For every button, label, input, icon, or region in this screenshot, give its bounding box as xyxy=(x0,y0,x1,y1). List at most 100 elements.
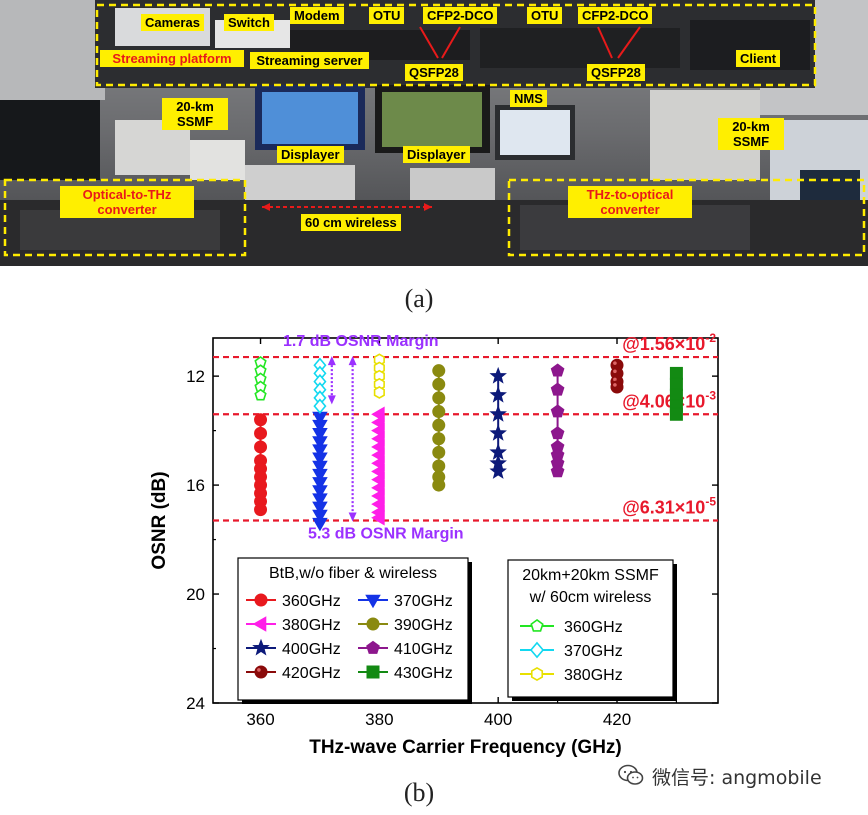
legend-entry-label: 390GHz xyxy=(394,617,453,634)
margin-arrow-head-bottom xyxy=(348,512,357,522)
data-point xyxy=(312,517,328,532)
data-point xyxy=(610,380,624,394)
data-point xyxy=(669,407,683,421)
data-point-highlight xyxy=(257,668,261,672)
legend-entry-label: 380GHz xyxy=(282,617,341,634)
data-point xyxy=(489,366,507,384)
y-tick-label: 24 xyxy=(186,694,205,713)
series-btb-390GHz xyxy=(432,364,446,492)
series-btb-360GHz xyxy=(254,413,268,517)
legend-right-title-1: 20km+20km SSMF xyxy=(522,567,659,584)
data-point xyxy=(373,386,385,399)
legend-entry-label: 400GHz xyxy=(282,641,341,658)
legend-entry-label: 370GHz xyxy=(394,593,453,610)
watermark: 微信号: angmobile xyxy=(652,767,822,789)
data-point xyxy=(252,638,270,656)
threshold-label: @6.31×10-5 xyxy=(622,495,716,518)
data-point xyxy=(489,405,507,422)
y-tick-label: 12 xyxy=(186,367,205,386)
label-streaming-platform: Streaming platform xyxy=(100,50,244,67)
data-point xyxy=(312,444,328,458)
series-fiber-360GHz xyxy=(254,356,267,401)
label-optical-to-thz: Optical-to-THz converter xyxy=(60,186,194,218)
data-point xyxy=(312,452,328,467)
label-client: Client xyxy=(736,50,781,67)
data-point xyxy=(366,617,380,631)
data-point xyxy=(550,382,565,396)
label-cfp2-dco-2: CFP2-DCO xyxy=(578,7,653,24)
data-point xyxy=(366,665,380,679)
margin-arrow-head-top xyxy=(348,356,357,366)
label-thz-to-optical: THz-to-optical converter xyxy=(568,186,692,218)
legend-entry-label: 410GHz xyxy=(394,641,453,658)
label-60cm-wireless: 60 cm wireless xyxy=(301,214,401,231)
osnr-chart: @1.56×10-2@4.06×10-3@6.31×10-5 1.7 dB OS… xyxy=(149,331,719,758)
data-point xyxy=(432,364,446,378)
data-point xyxy=(312,428,328,442)
data-point-highlight xyxy=(613,377,617,382)
data-point xyxy=(312,485,328,499)
margin-label: 5.3 dB OSNR Margin xyxy=(308,526,464,543)
lab-setup-photo: Cameras Switch Modem OTU CFP2-DCO OTU CF… xyxy=(0,0,868,266)
data-point xyxy=(432,459,446,473)
data-point xyxy=(550,426,565,440)
x-tick-label: 420 xyxy=(603,710,631,729)
data-point xyxy=(530,618,544,632)
data-point xyxy=(432,445,446,459)
data-point xyxy=(312,477,328,491)
x-tick-label: 380 xyxy=(365,710,393,729)
data-point-highlight xyxy=(613,383,617,387)
legend-entry-label: 430GHz xyxy=(394,665,453,682)
legend-entry-label: 420GHz xyxy=(282,665,341,682)
label-streaming-server: Streaming server xyxy=(250,52,369,69)
data-point xyxy=(254,426,268,440)
label-otu-1: OTU xyxy=(369,7,405,24)
data-point xyxy=(312,419,328,434)
data-point xyxy=(432,478,446,492)
data-point xyxy=(489,385,507,403)
data-point xyxy=(489,462,507,479)
data-point xyxy=(254,593,268,607)
series-btb-370GHz xyxy=(312,411,328,532)
data-point-highlight xyxy=(613,361,617,365)
data-point xyxy=(312,468,328,483)
legend-right-title-2: w/ 60cm wireless xyxy=(529,589,652,606)
y-axis-label: OSNR (dB) xyxy=(149,471,170,569)
x-tick-label: 360 xyxy=(246,710,274,729)
data-point xyxy=(312,436,328,450)
legend-entry-label: 360GHz xyxy=(564,619,623,636)
series-btb-410GHz xyxy=(550,363,565,478)
margin-arrow-head-top xyxy=(327,356,336,366)
margin-arrow-head-bottom xyxy=(327,395,336,405)
data-point xyxy=(312,493,328,507)
caption-b: (b) xyxy=(403,778,435,807)
data-point xyxy=(432,405,446,419)
series-fiber-370GHz xyxy=(313,357,327,414)
data-point xyxy=(365,594,381,609)
data-point xyxy=(489,424,507,441)
x-axis-label: THz-wave Carrier Frequency (GHz) xyxy=(309,737,622,758)
legend-entry-label: 380GHz xyxy=(564,667,623,684)
data-point xyxy=(366,640,380,654)
data-point xyxy=(530,667,544,681)
data-point xyxy=(254,388,267,401)
data-series xyxy=(254,353,683,532)
data-point xyxy=(254,665,268,679)
legend-entry-label: 360GHz xyxy=(282,593,341,610)
series-btb-400GHz xyxy=(489,366,507,479)
threshold-lines: @1.56×10-2@4.06×10-3@6.31×10-5 xyxy=(213,331,718,522)
label-ssmf-2: 20-km SSMF xyxy=(718,118,784,150)
label-modem: Modem xyxy=(290,7,344,24)
data-point xyxy=(432,391,446,405)
data-point xyxy=(254,503,268,517)
threshold-label: @4.06×10-3 xyxy=(622,388,716,411)
label-qsfp28-1: QSFP28 xyxy=(405,64,463,81)
data-point xyxy=(550,464,565,478)
wechat-icon xyxy=(618,764,644,785)
label-cameras: Cameras xyxy=(141,14,204,31)
data-point xyxy=(371,510,385,526)
caption-a: (a) xyxy=(404,284,434,313)
